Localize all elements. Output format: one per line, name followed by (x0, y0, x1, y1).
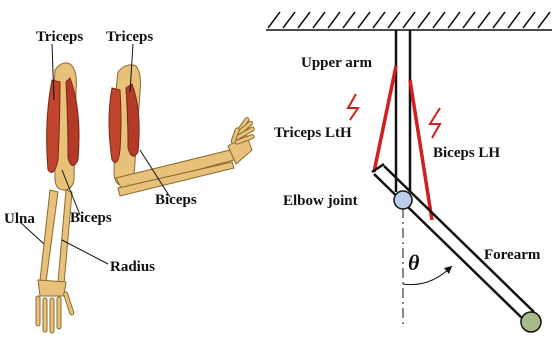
angle-arrowhead (444, 266, 452, 274)
elbow-joint-label: Elbow joint (283, 194, 358, 209)
ceiling-hatch-icon (266, 12, 552, 30)
forearm-label: Forearm (484, 248, 540, 263)
upper-arm-segment (396, 30, 410, 192)
lightning-icon (348, 94, 358, 120)
hand-ball (521, 312, 541, 332)
forearm-segment (374, 166, 534, 320)
triceps-line (374, 66, 396, 172)
biceps-lh-label: Biceps LH (433, 146, 500, 161)
angle-theta-label: θ (408, 252, 419, 274)
elbow-joint-circle (394, 191, 412, 209)
upper-arm-label: Upper arm (301, 56, 372, 71)
triceps-lth-label: Triceps LtH (274, 126, 352, 141)
lightning-icon (430, 108, 440, 138)
biceps-line (410, 80, 432, 220)
